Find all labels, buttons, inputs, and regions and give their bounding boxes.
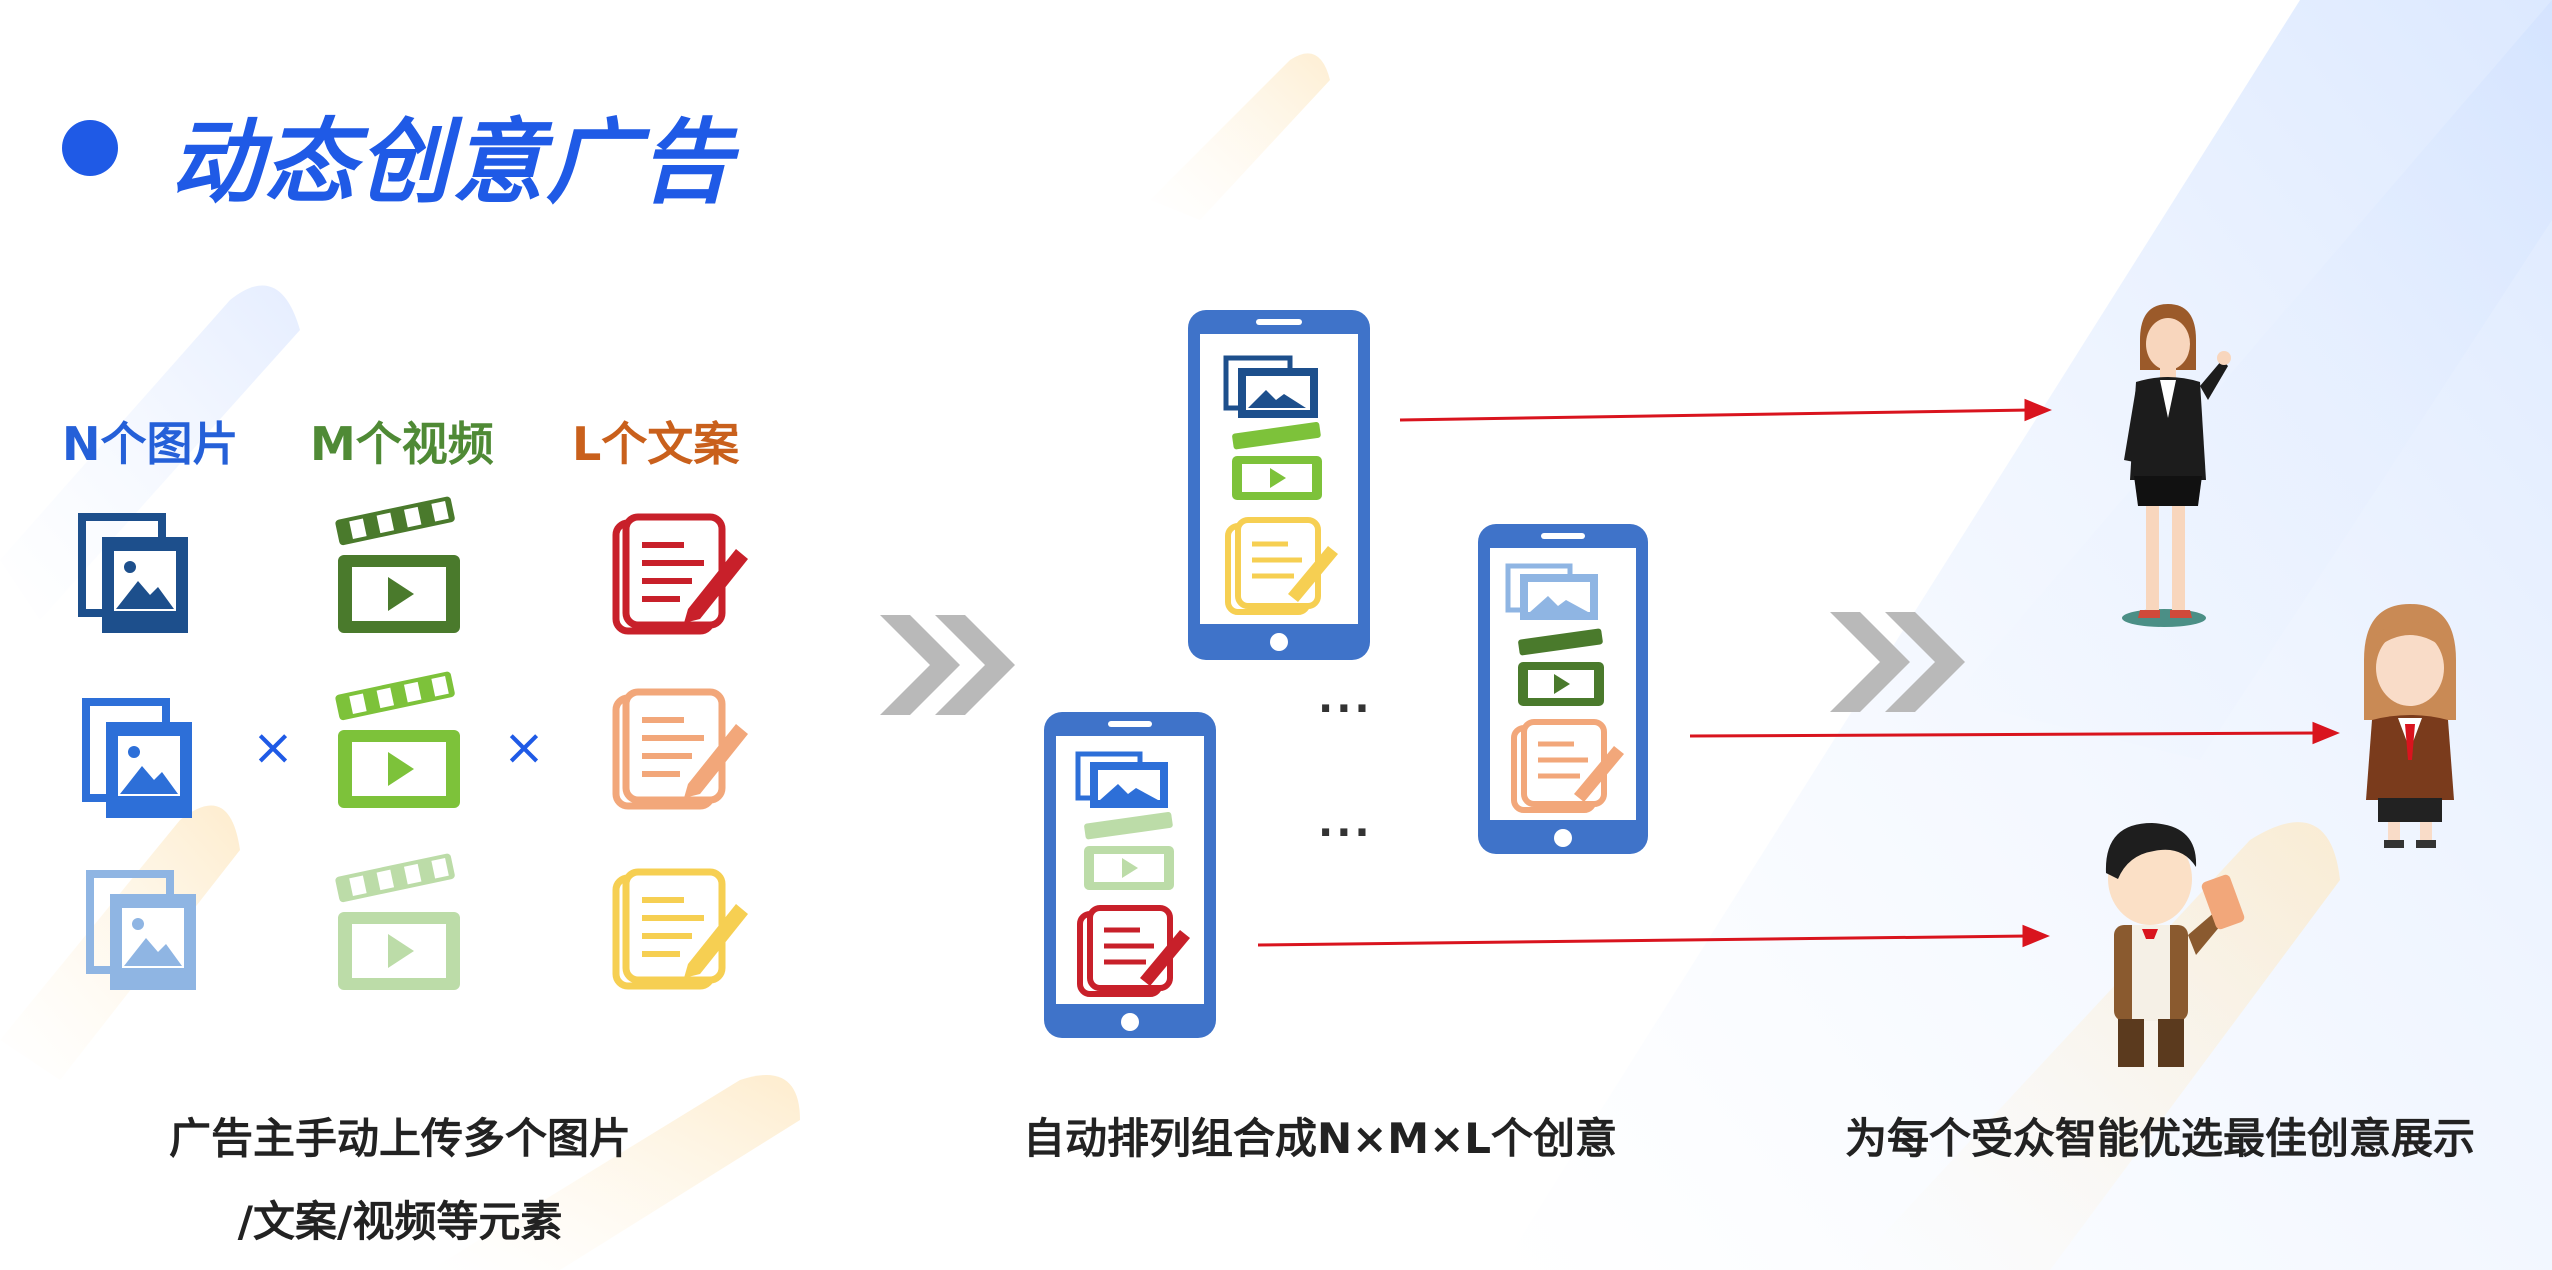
label-copies: L个文案 bbox=[572, 417, 740, 471]
person-icon bbox=[2105, 823, 2245, 1067]
arrow-line bbox=[1689, 731, 2319, 738]
label-videos: M个视频 bbox=[310, 417, 494, 471]
document-pen-icon bbox=[612, 513, 748, 635]
chevron-arrow-icon bbox=[880, 615, 1015, 715]
caption-deliver: 为每个受众智能优选最佳创意展示 bbox=[1844, 1114, 2475, 1163]
arrow-line bbox=[1257, 934, 2029, 947]
multiply-sign: × bbox=[503, 718, 545, 776]
page-title: 动态创意广告 bbox=[170, 109, 735, 216]
caption-upload-line1: 广告主手动上传多个图片 bbox=[168, 1114, 631, 1163]
image-icon bbox=[82, 698, 192, 818]
image-icon bbox=[86, 870, 196, 990]
arrow-head bbox=[2312, 721, 2340, 745]
document-pen-icon bbox=[612, 688, 748, 810]
caption-upload-line2: /文案/视频等元素 bbox=[237, 1197, 563, 1246]
phone-icon bbox=[1044, 712, 1216, 1038]
image-icon bbox=[78, 513, 188, 633]
arrow-head bbox=[2024, 398, 2052, 422]
video-clapper-icon bbox=[335, 496, 460, 633]
video-clapper-icon bbox=[335, 853, 460, 990]
ellipsis-text: ... bbox=[1318, 800, 1373, 846]
multiply-sign: × bbox=[252, 718, 294, 776]
label-images: N个图片 bbox=[62, 417, 239, 471]
arrow-head bbox=[2022, 924, 2050, 948]
title-bullet-icon bbox=[62, 120, 118, 176]
arrow-line bbox=[1399, 408, 2031, 422]
phone-icon bbox=[1478, 524, 1648, 854]
person-icon bbox=[2364, 604, 2456, 848]
phone-icon bbox=[1188, 310, 1370, 660]
video-clapper-icon bbox=[335, 671, 460, 808]
document-pen-icon bbox=[612, 868, 748, 990]
person-icon bbox=[2122, 304, 2231, 627]
ellipsis-text: ... bbox=[1318, 676, 1373, 722]
caption-combine: 自动排列组合成N×M×L个创意 bbox=[1022, 1114, 1618, 1163]
chevron-arrow-icon bbox=[1830, 612, 1965, 712]
